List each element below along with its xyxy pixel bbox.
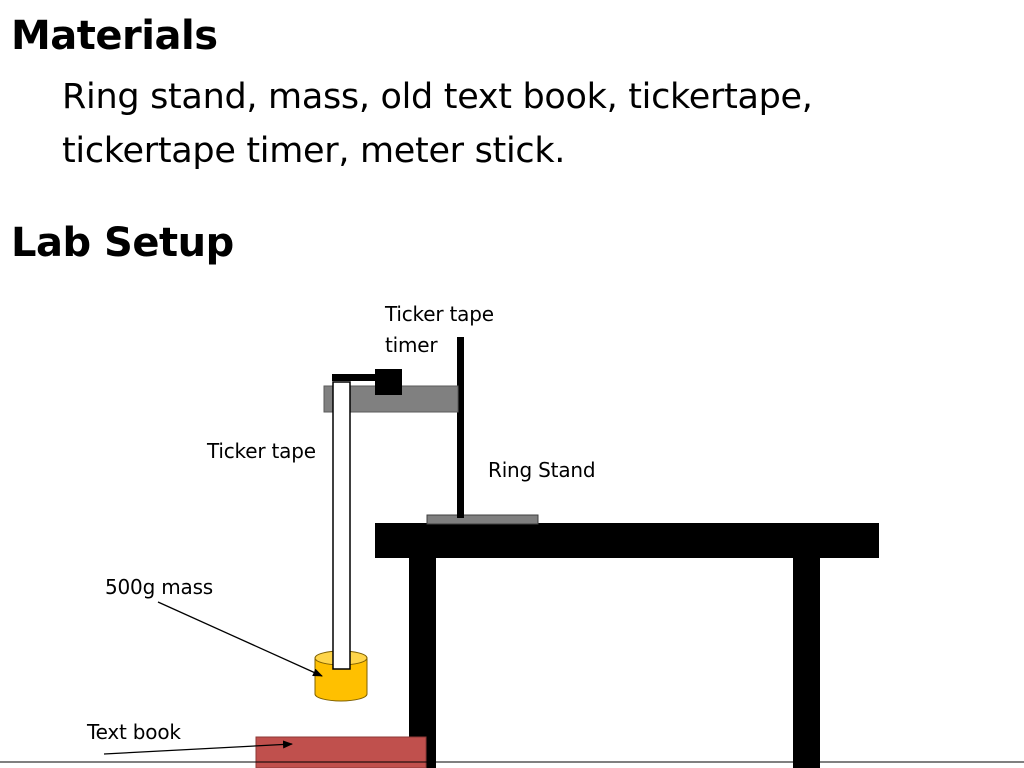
ring-stand — [323, 337, 539, 525]
timer-bar — [332, 374, 377, 381]
label-ticker-tape: Ticker tape — [207, 439, 316, 463]
label-ticker-tape-timer: Ticker tape timer — [385, 299, 494, 361]
ring-stand-base — [426, 514, 539, 525]
label-500g-mass: 500g mass — [105, 575, 214, 599]
ring-stand-rod — [457, 337, 464, 518]
book-arrow — [103, 740, 293, 755]
lab-setup-heading: Lab Setup — [11, 220, 234, 266]
materials-list: Ring stand, mass, old text book, tickert… — [62, 70, 962, 178]
mass-500g — [314, 650, 368, 702]
mass-arrow — [157, 601, 323, 677]
table-leg-right — [793, 556, 820, 768]
materials-line-1: Ring stand, mass, old text book, tickert… — [62, 77, 813, 117]
label-ticker-tape-timer-line1: Ticker tape — [385, 302, 494, 326]
ticker-tape-timer — [332, 369, 402, 395]
label-text-book: Text book — [87, 720, 181, 744]
text-book — [255, 736, 427, 768]
table — [375, 523, 879, 768]
label-ring-stand: Ring Stand — [488, 458, 596, 482]
table-top — [375, 523, 879, 558]
label-ticker-tape-timer-line2: timer — [385, 333, 438, 357]
table-leg-left — [409, 556, 436, 768]
ticker-tape-strip — [332, 381, 351, 670]
mass-body — [314, 657, 368, 702]
materials-line-2: tickertape timer, meter stick. — [62, 131, 566, 171]
materials-heading: Materials — [11, 13, 218, 59]
timer-block — [375, 369, 402, 395]
